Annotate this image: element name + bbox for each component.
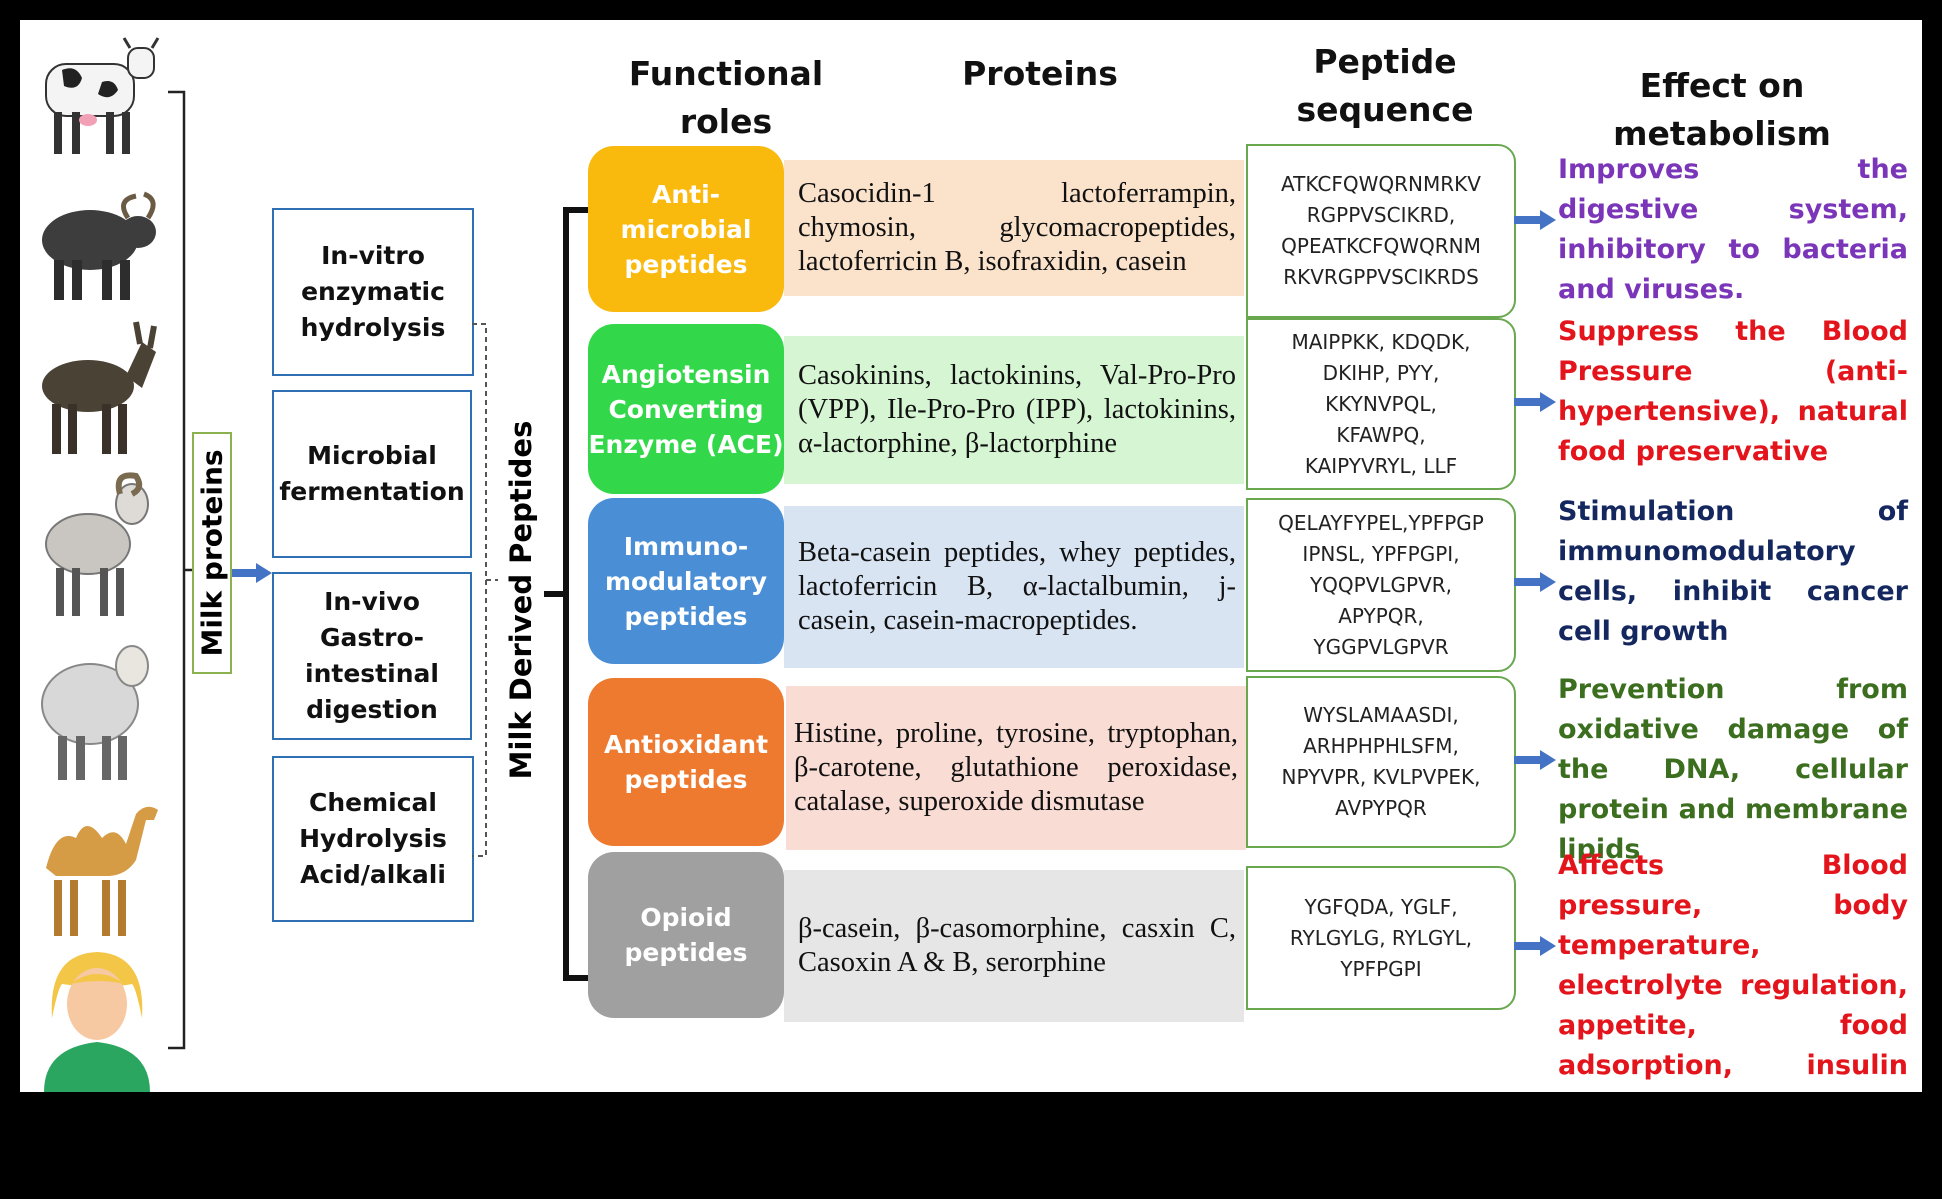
proteins-cell-opioid: β-casein, β-casomorphine, casxin C, Caso… [784, 870, 1244, 1022]
method-microbial-fermentation: Microbial fermentation [272, 390, 472, 558]
proteins-text-immunomodulatory: Beta-casein peptides, whey peptides, lac… [798, 537, 1236, 636]
milk-derived-peptides-label-wrap: Milk Derived Peptides [498, 420, 544, 780]
arrow-to-methods [232, 563, 272, 583]
effect-immunomodulatory: Stimulation of immunomodulatory cells, i… [1558, 496, 1908, 647]
buffalo-icon [42, 191, 156, 300]
method-in-vitro-enzymatic-hydrolysis: In-vitro enzymatic hydrolysis [272, 208, 474, 376]
arrow-immunomodulatory [1514, 572, 1556, 592]
sequence-ace: MAIPPKK, KDQDK, DKIHP, PYY, KKYNVPQL, KF… [1246, 318, 1516, 490]
donkey-icon [42, 321, 157, 454]
method-chemical-hydrolysis: Chemical Hydrolysis Acid/alkali [272, 756, 474, 922]
roles-brace [544, 207, 588, 981]
camel-icon [46, 806, 158, 936]
arrow-opioid [1514, 936, 1556, 956]
proteins-cell-ace: Casokinins, lactokinins, Val-Pro-Pro (VP… [784, 336, 1244, 484]
proteins-cell-immunomodulatory: Beta-casein peptides, whey peptides, lac… [784, 506, 1244, 668]
milk-derived-peptides-label: Milk Derived Peptides [504, 420, 538, 780]
arrow-antioxidant [1514, 750, 1556, 770]
goat-icon [45, 472, 149, 616]
header-functional-roles: Functional roles [628, 54, 824, 141]
sequence-opioid: YGFQDA, YGLF, RYLGYLG, RYLGYL, YPFPGPI [1246, 866, 1516, 1010]
sequence-antimicrobial: ATKCFQWQRNMRKV RGPPVSCIKRD, QPEATKCFQWQR… [1246, 144, 1516, 318]
methods-dashed-connector [472, 323, 498, 857]
header-peptide-sequence: Peptide sequence [1296, 42, 1474, 129]
role-antioxidant-peptides: Antioxidant peptides [588, 678, 784, 846]
role-opioid-peptides: Opioid peptides [588, 852, 784, 1018]
header-effect-on-metabolism: Effect on metabolism [1613, 66, 1831, 153]
proteins-cell-antioxidant: Histine, proline, tyrosine, tryptophan, … [786, 686, 1246, 850]
sequence-antioxidant: WYSLAMAASDI, ARHPHPHLSFM, NPYVPR, KVLPVP… [1246, 676, 1516, 848]
effect-antioxidant: Prevention from oxidative damage of the … [1558, 674, 1908, 865]
role-antimicrobial-peptides: Anti-microbial peptides [588, 146, 784, 312]
effect-antimicrobial: Improves the digestive system, inhibitor… [1558, 154, 1908, 305]
arrow-ace [1514, 392, 1556, 412]
proteins-text-ace: Casokinins, lactokinins, Val-Pro-Pro (VP… [798, 360, 1236, 459]
diagram-canvas: Functional roles Proteins Peptide sequen… [20, 20, 1922, 1092]
woman-avatar-icon [44, 952, 150, 1092]
milk-proteins-label: Milk proteins [195, 449, 229, 657]
sequence-immunomodulatory: QELAYFYPEL,YPFPGP IPNSL, YPFPGPI, YQQPVL… [1246, 498, 1516, 672]
header-proteins: Proteins [962, 54, 1118, 93]
arrow-antimicrobial [1514, 210, 1556, 230]
sheep-icon [41, 645, 149, 780]
effect-opioid: Affects Blood pressure, body temperature… [1558, 850, 1908, 1092]
milk-proteins-box: Milk proteins [192, 432, 232, 674]
proteins-text-antioxidant: Histine, proline, tyrosine, tryptophan, … [794, 718, 1238, 817]
method-in-vivo-digestion: In-vivo Gastro-intestinal digestion [272, 572, 472, 740]
cow-icon [45, 37, 160, 154]
proteins-text-opioid: β-casein, β-casomorphine, casxin C, Caso… [798, 913, 1236, 978]
role-ace: Angiotensin Converting Enzyme (ACE) [588, 324, 784, 494]
proteins-text-antimicrobial: Casocidin-1 lactoferrampin, chymosin, gl… [798, 178, 1236, 277]
effect-ace: Suppress the Blood Pressure (anti-hypert… [1558, 316, 1908, 467]
proteins-cell-antimicrobial: Casocidin-1 lactoferrampin, chymosin, gl… [784, 160, 1244, 296]
role-immunomodulatory-peptides: Immuno-modulatory peptides [588, 498, 784, 664]
